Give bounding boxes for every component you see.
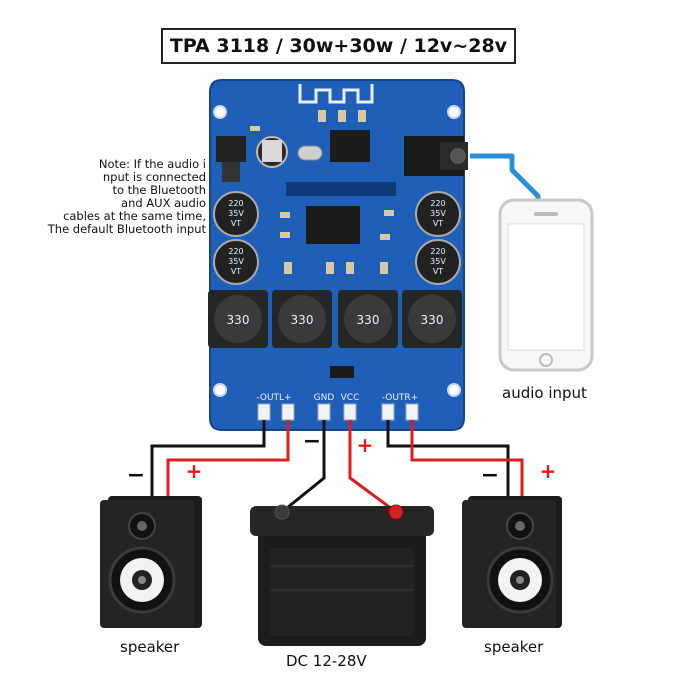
battery-negative-wire xyxy=(281,420,326,514)
amplifier-board: 220 35V VT 220 35V VT 220 35V VT 220 35V… xyxy=(208,79,468,431)
crystal xyxy=(297,145,323,161)
pin-header xyxy=(286,182,396,196)
bluetooth-antenna xyxy=(298,84,374,104)
svg-text:VT: VT xyxy=(231,267,241,276)
bluetooth-note: Note: If the audio i nput is connected t… xyxy=(28,158,206,236)
terminal-label-gnd: GND xyxy=(314,393,335,403)
minus-sign: − xyxy=(481,463,499,488)
left-speaker-label: speaker xyxy=(120,638,180,656)
right-speaker-icon xyxy=(462,496,562,628)
svg-text:VT: VT xyxy=(433,267,443,276)
minus-sign: − xyxy=(303,429,321,454)
note-line: cables at the same time, xyxy=(63,209,206,223)
note-line: to the Bluetooth xyxy=(112,183,206,197)
right-speaker-label: speaker xyxy=(484,638,544,656)
svg-text:330: 330 xyxy=(357,313,380,327)
plus-sign: + xyxy=(540,459,557,483)
battery-icon xyxy=(250,504,434,646)
diagram-title: TPA 3118 / 30w+30w / 12v~28v xyxy=(161,28,516,64)
plus-sign: + xyxy=(357,433,374,457)
note-line: The default Bluetooth input xyxy=(47,222,206,236)
plus-sign: + xyxy=(186,459,203,483)
left-speaker-negative-wire xyxy=(150,420,266,500)
svg-text:330: 330 xyxy=(227,313,250,327)
svg-text:VT: VT xyxy=(231,219,241,228)
capacitor-220uf: 220 35V VT xyxy=(213,239,259,285)
svg-text:330: 330 xyxy=(421,313,444,327)
capacitor-220uf: 220 35V VT xyxy=(415,191,461,237)
bluetooth-chip xyxy=(330,130,370,162)
mounting-hole xyxy=(213,383,227,397)
svg-text:220: 220 xyxy=(430,247,445,256)
mounting-hole xyxy=(213,105,227,119)
terminal-label-outr: -OUTR+ xyxy=(382,393,418,403)
left-speaker-icon xyxy=(100,496,202,628)
svg-text:220: 220 xyxy=(430,199,445,208)
right-speaker-negative-wire xyxy=(386,420,510,500)
mounting-hole xyxy=(447,105,461,119)
inductor: 330 xyxy=(338,290,398,348)
terminal-label-outl: -OUTL+ xyxy=(256,393,291,403)
left-speaker-positive-wire xyxy=(166,420,290,500)
battery-positive-wire xyxy=(348,420,397,514)
svg-text:220: 220 xyxy=(228,199,243,208)
diode xyxy=(330,366,354,378)
battery-voltage-label: DC 12-28V xyxy=(286,652,367,670)
svg-text:330: 330 xyxy=(291,313,314,327)
audio-input-label: audio input xyxy=(502,384,587,402)
phone-icon xyxy=(498,198,594,372)
inductor: 330 xyxy=(208,290,268,348)
voltage-regulator xyxy=(216,136,246,162)
capacitor-220uf: 220 35V VT xyxy=(213,191,259,237)
svg-text:35V: 35V xyxy=(430,257,446,266)
svg-text:VT: VT xyxy=(433,219,443,228)
svg-text:35V: 35V xyxy=(228,209,244,218)
inductor: 330 xyxy=(272,290,332,348)
mounting-hole xyxy=(447,383,461,397)
svg-text:220: 220 xyxy=(228,247,243,256)
svg-text:35V: 35V xyxy=(430,209,446,218)
note-line: Note: If the audio i xyxy=(98,157,206,171)
svg-text:35V: 35V xyxy=(228,257,244,266)
amplifier-chip xyxy=(306,206,360,244)
terminal-label-vcc: VCC xyxy=(341,393,360,403)
inductor: 330 xyxy=(402,290,462,348)
capacitor-220uf: 220 35V VT xyxy=(415,239,461,285)
note-line: nput is connected xyxy=(102,170,206,184)
note-line: and AUX audio xyxy=(121,196,206,210)
minus-sign: − xyxy=(127,463,145,488)
right-speaker-positive-wire xyxy=(410,420,524,500)
